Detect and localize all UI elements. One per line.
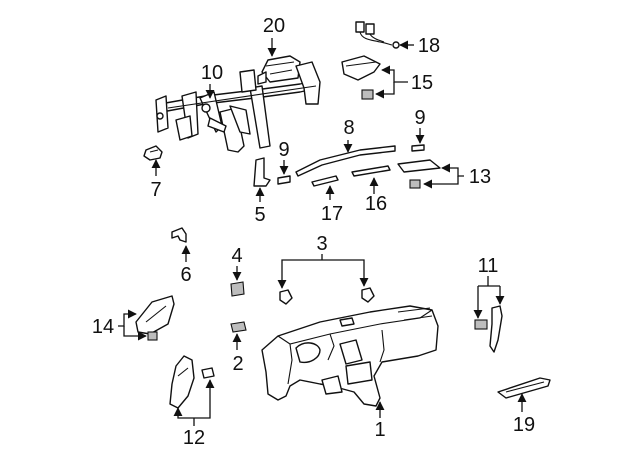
part-4-block — [230, 281, 245, 297]
callout-13: 13 — [469, 166, 491, 188]
callout-3: 3 — [316, 233, 327, 255]
callout-6: 6 — [180, 264, 191, 286]
callout-14: 14 — [92, 316, 114, 338]
part-1-instrument-panel — [261, 305, 439, 407]
part-3-clips — [279, 287, 375, 305]
callout-9-right: 9 — [414, 107, 425, 129]
callout-1: 1 — [374, 419, 385, 441]
leader-lines — [118, 38, 527, 426]
part-15-cover — [341, 55, 381, 100]
callout-8: 8 — [343, 117, 354, 139]
part-5-bracket — [253, 157, 271, 187]
part-8-trim-strip — [295, 145, 396, 177]
callout-2: 2 — [232, 353, 243, 375]
part-6-bracket — [171, 227, 187, 243]
callout-19: 19 — [513, 414, 535, 436]
callout-15: 15 — [411, 72, 433, 94]
callout-20: 20 — [263, 15, 285, 37]
callout-17: 17 — [321, 203, 343, 225]
callout-10: 10 — [201, 62, 223, 84]
part-13-trim-panel — [397, 159, 441, 189]
callout-5: 5 — [254, 204, 265, 226]
callout-18: 18 — [418, 35, 440, 57]
part-14-glove-box — [135, 295, 175, 341]
part-19-sill-trim — [497, 377, 551, 399]
part-18-wiring-harness — [355, 21, 400, 49]
part-10-reinforcement-beam — [155, 61, 321, 153]
part-17-trim-strip — [311, 175, 339, 187]
callout-16: 16 — [365, 193, 387, 215]
part-20-airbag-module — [257, 55, 301, 85]
callout-labels: 20 10 18 15 8 9 9 13 7 5 17 16 6 4 3 14 … — [92, 15, 535, 449]
callout-12: 12 — [183, 427, 205, 449]
part-11-pillar-trim — [474, 305, 503, 353]
callout-11: 11 — [478, 255, 499, 277]
callout-9-left: 9 — [278, 139, 289, 161]
callout-4: 4 — [231, 245, 242, 267]
part-9-clip-right — [411, 144, 425, 152]
part-12-side-panel — [169, 355, 215, 409]
part-9-clip-left — [277, 175, 291, 185]
part-7-bracket — [143, 145, 163, 161]
part-2-clip — [230, 321, 247, 333]
part-16-trim-strip — [351, 165, 391, 177]
callout-7: 7 — [150, 179, 161, 201]
